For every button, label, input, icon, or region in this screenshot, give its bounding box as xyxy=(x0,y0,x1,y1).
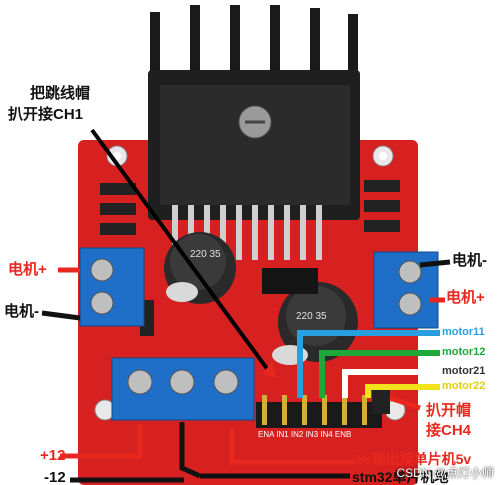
motor22-label: motor22 xyxy=(442,380,486,392)
terminal-right xyxy=(373,251,439,329)
ch4-arrow-line xyxy=(389,395,421,411)
motor21-label: motor21 xyxy=(442,365,486,377)
regulator-chip xyxy=(262,268,318,294)
motor-minus-left-label: 电机- xyxy=(4,303,39,320)
jumper-note-line1: 把跳线帽 xyxy=(30,85,91,102)
motor-plus-left-label: 电机+ xyxy=(8,261,47,278)
mcu-5v-label: 5v输出接单片机5v xyxy=(356,451,472,467)
pin-header-silkscreen: ENA IN1 IN2 IN3 IN4 ENB xyxy=(258,430,352,439)
motor11-wire xyxy=(297,330,440,398)
jumper-note-line2: 扒开接CH1 xyxy=(8,106,84,123)
capacitor-left-text: 220 35 xyxy=(190,249,221,260)
motor-minus-right-wire xyxy=(419,259,451,268)
motor12-wire xyxy=(319,350,440,398)
5v-wire xyxy=(229,428,355,465)
motor21-wire xyxy=(342,369,440,398)
driver-chip-pins xyxy=(172,205,322,260)
ch4-note-line1: 扒开帽 xyxy=(426,402,472,419)
motor22-wire xyxy=(365,384,440,398)
watermark: CSDN @点灯小师 xyxy=(396,466,494,480)
diode xyxy=(364,200,400,212)
plus12-label: +12 xyxy=(40,447,66,464)
motor12-label: motor12 xyxy=(442,346,486,358)
ch4-note-line2: 接CH4 xyxy=(426,422,472,439)
diode xyxy=(100,203,136,215)
motor11-label: motor11 xyxy=(442,326,485,338)
motor-plus-right-label: 电机+ xyxy=(446,289,485,306)
diode xyxy=(364,180,400,192)
stm32-gnd-label: stm32单片机地 xyxy=(352,469,449,485)
jumper-arrow-line xyxy=(90,128,270,372)
terminal-power xyxy=(111,357,255,421)
gnd-wire xyxy=(179,422,202,479)
diode xyxy=(100,183,136,195)
motor-minus-left-wire xyxy=(41,310,81,321)
terminal-left xyxy=(79,247,145,327)
heatsink xyxy=(148,5,360,220)
pin-header xyxy=(256,390,390,428)
capacitor-right-text: 220 35 xyxy=(296,311,327,322)
diode xyxy=(100,223,136,235)
minus12-label: -12 xyxy=(44,469,66,485)
mount-hole-center xyxy=(379,152,387,160)
jumper-arrow-head xyxy=(262,362,276,378)
motor-minus-right-label: 电机- xyxy=(452,252,487,269)
diode xyxy=(364,220,400,232)
